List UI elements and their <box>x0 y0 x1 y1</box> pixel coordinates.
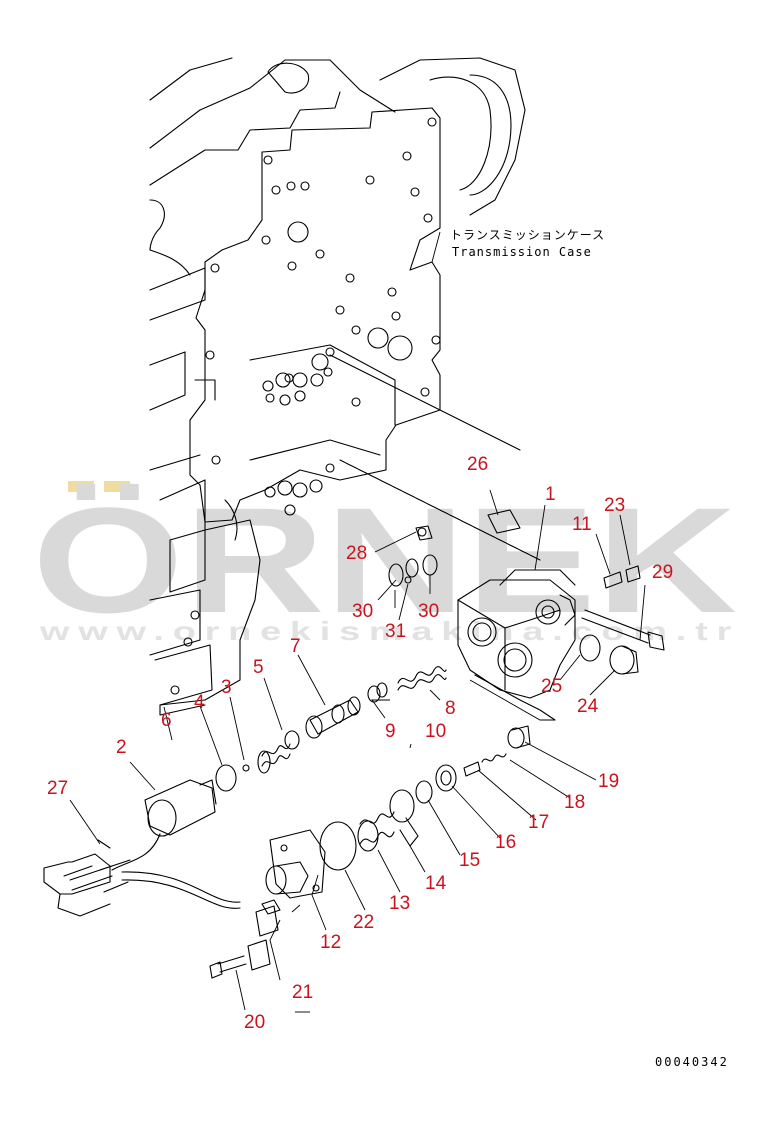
callout-6: 6 <box>161 710 172 731</box>
callout-30-left: 30 <box>352 601 373 622</box>
callout-15: 15 <box>459 850 480 871</box>
watermark-url: www.ornekismakina.com.tr <box>39 616 740 646</box>
callout-8: 8 <box>445 698 456 719</box>
valve-body <box>457 569 576 721</box>
callout-5: 5 <box>253 657 264 678</box>
callout-13: 13 <box>389 893 410 914</box>
callout-19: 19 <box>598 771 619 792</box>
case-label-en: Transmission Case <box>452 245 592 259</box>
callout-1: 1 <box>545 484 556 505</box>
small-parts <box>43 509 665 979</box>
callout-17: 17 <box>528 812 549 833</box>
callout-30-right: 30 <box>418 601 439 622</box>
callout-2: 2 <box>116 737 127 758</box>
callout-24: 24 <box>577 696 599 717</box>
watermark-accent-left <box>68 481 94 492</box>
callout-29: 29 <box>652 562 673 583</box>
callout-31: 31 <box>385 621 406 642</box>
watermark-logo: ÖRNEK <box>32 476 737 644</box>
callout-11: 11 <box>572 514 592 535</box>
callout-18: 18 <box>564 792 585 813</box>
callout-21: 21 <box>292 982 313 1003</box>
callout-4: 4 <box>194 692 205 713</box>
callout-25: 25 <box>541 676 562 697</box>
case-label-jp: トランスミッションケース <box>450 228 605 242</box>
callout-28: 28 <box>346 543 367 564</box>
callout-22: 22 <box>353 912 374 933</box>
callout-26: 26 <box>467 454 488 475</box>
callout-27: 27 <box>47 778 68 799</box>
callout-12: 12 <box>320 932 341 953</box>
watermark: ÖRNEK www.ornekismakina.com.tr <box>32 476 740 646</box>
callout-10: 10 <box>425 721 446 742</box>
watermark-accent-right <box>104 481 130 492</box>
callout-14: 14 <box>425 873 447 894</box>
callout-numbers: 1 2 3 4 5 6 7 8 9 10 11 12 13 14 15 16 1… <box>47 454 673 1033</box>
callout-20: 20 <box>244 1012 265 1033</box>
callout-3: 3 <box>221 677 232 698</box>
callout-9: 9 <box>385 721 396 742</box>
transmission-case <box>149 57 541 716</box>
case-label-leader <box>431 231 441 263</box>
leader-lines <box>69 489 646 1013</box>
callout-23: 23 <box>604 495 625 516</box>
callout-7: 7 <box>290 636 301 657</box>
callout-16: 16 <box>495 832 516 853</box>
drawing-code: 00040342 <box>655 1055 729 1069</box>
